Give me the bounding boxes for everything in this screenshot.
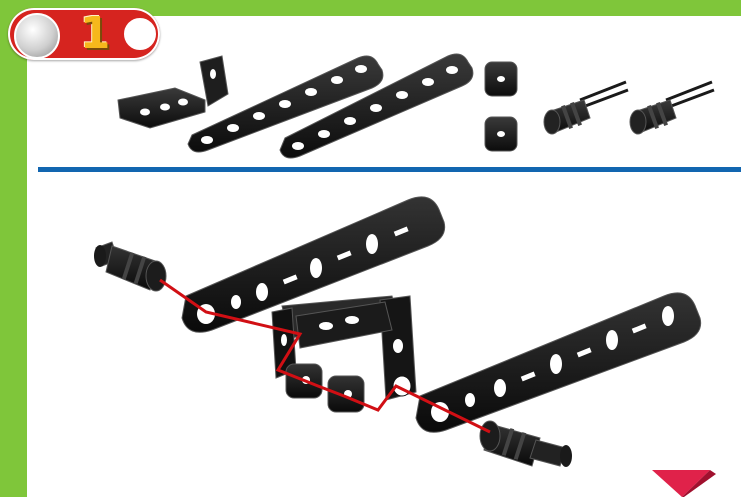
right-axle-pin xyxy=(480,421,572,467)
assembly-square-nut xyxy=(328,376,364,412)
lower-strip xyxy=(416,293,701,432)
next-step-arrow-icon[interactable] xyxy=(646,470,716,497)
left-axle-pin xyxy=(94,242,166,291)
